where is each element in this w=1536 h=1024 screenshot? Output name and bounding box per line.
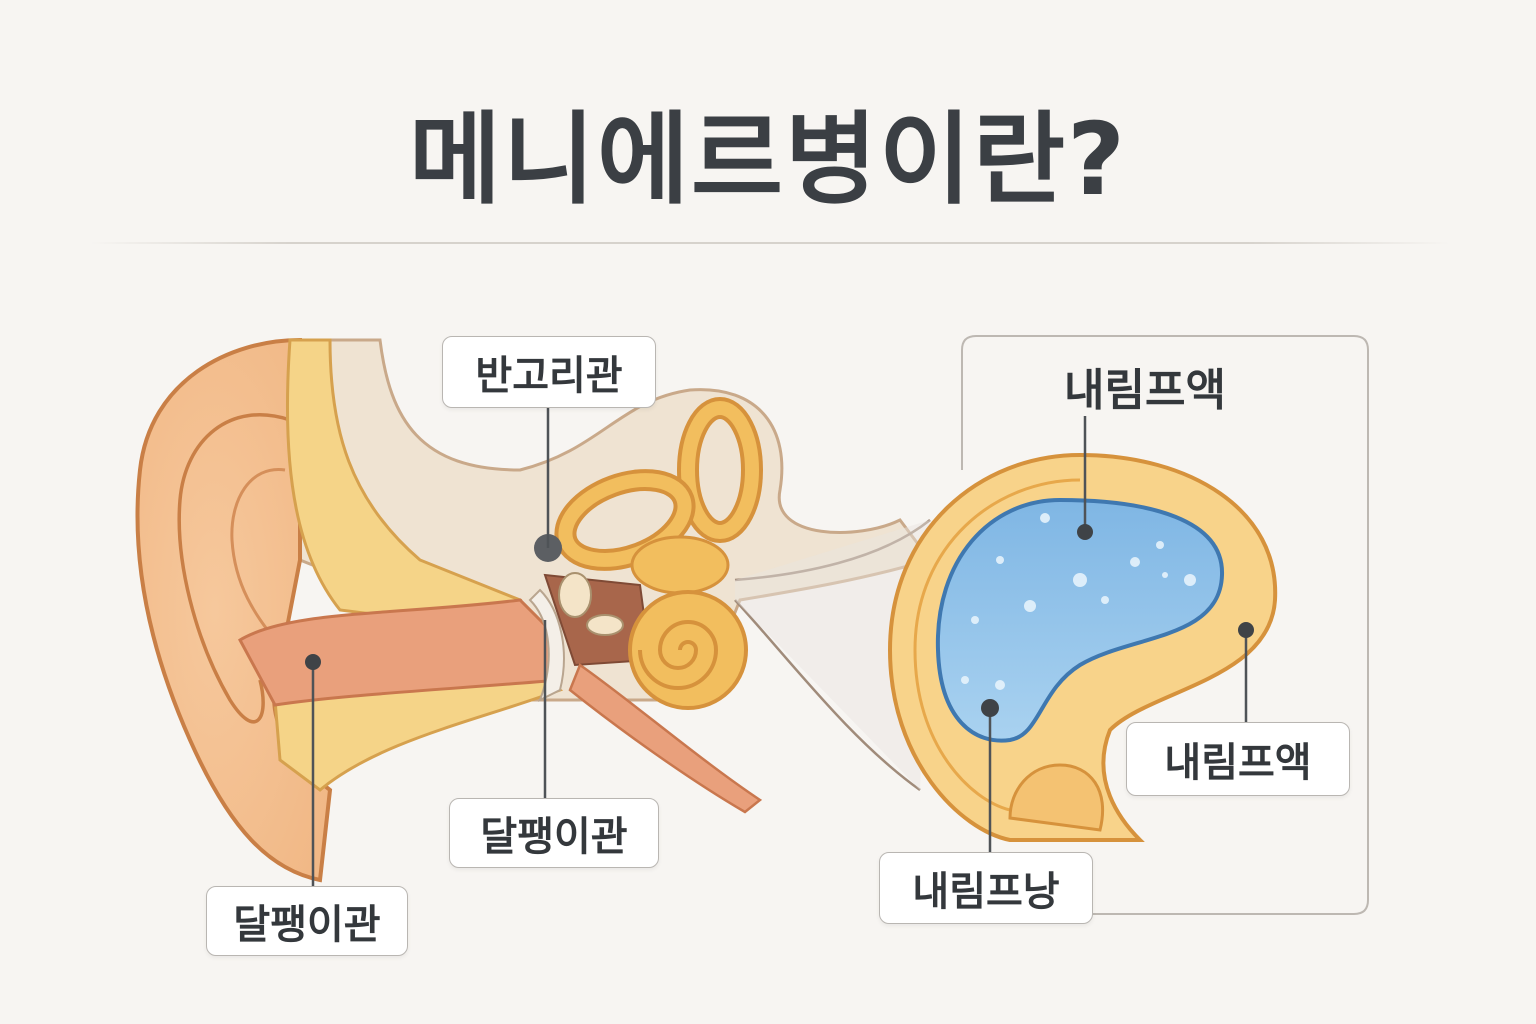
ossicles	[558, 572, 592, 618]
cochlea	[628, 590, 748, 710]
label-endolymphatic-sac: 내림프낭	[879, 852, 1093, 924]
label-endolymph-right: 내림프액	[1126, 722, 1350, 796]
eustachian-tube	[568, 663, 763, 814]
fluid-bubbles	[961, 513, 1196, 690]
page-title: 메니에르병이란?	[408, 101, 1127, 218]
zoom-line-top	[734, 519, 931, 582]
label-endolymph-top: 내림프액	[1064, 365, 1226, 416]
label-semicircular-canal: 반고리관	[442, 336, 656, 408]
vestibule	[630, 535, 730, 595]
inset-frame	[961, 335, 1369, 915]
label-cochlea: 달팽이관	[449, 798, 659, 868]
zoom-beam	[735, 520, 930, 790]
auricle-inner-fold	[230, 468, 286, 641]
eardrum	[528, 588, 565, 703]
title-divider	[90, 242, 1450, 244]
label-ear-canal: 달팽이관	[206, 886, 408, 956]
sac-fluid	[935, 497, 1225, 743]
auricle-fold	[177, 413, 291, 724]
zoom-line-bottom	[734, 599, 921, 792]
